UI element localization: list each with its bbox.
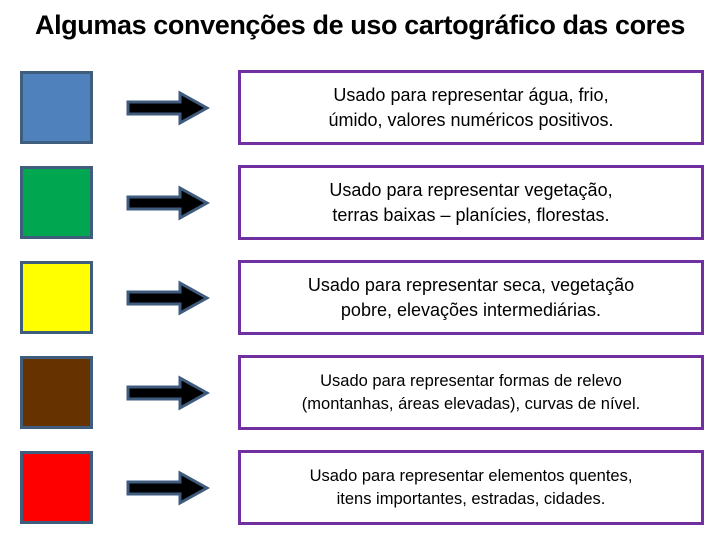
legend-row-yellow: Usado para representar seca, vegetação p… xyxy=(0,260,720,335)
legend-row-green: Usado para representar vegetação, terras… xyxy=(0,165,720,240)
arrow-right-icon xyxy=(126,470,210,506)
description-text: Usado para representar formas de relevo … xyxy=(301,372,641,413)
description-text: Usado para representar seca, vegetação p… xyxy=(307,275,635,320)
description-box: Usado para representar formas de relevo … xyxy=(238,355,704,430)
description-box: Usado para representar elementos quentes… xyxy=(238,450,704,525)
description-box: Usado para representar água, frio, úmido… xyxy=(238,70,704,145)
legend-row-brown: Usado para representar formas de relevo … xyxy=(0,355,720,430)
description-text: Usado para representar água, frio, úmido… xyxy=(328,85,614,130)
color-swatch-green xyxy=(20,166,93,239)
arrow-right-icon xyxy=(126,375,210,411)
arrow-right-icon xyxy=(126,90,210,126)
description-text: Usado para representar vegetação, terras… xyxy=(329,180,613,225)
description-box: Usado para representar seca, vegetação p… xyxy=(238,260,704,335)
arrow-right-icon xyxy=(126,185,210,221)
color-swatch-yellow xyxy=(20,261,93,334)
legend-row-blue: Usado para representar água, frio, úmido… xyxy=(0,70,720,145)
page-title: Algumas convenções de uso cartográfico d… xyxy=(34,10,686,40)
color-swatch-brown xyxy=(20,356,93,429)
arrow-right-icon xyxy=(126,280,210,316)
color-swatch-blue xyxy=(20,71,93,144)
description-text: Usado para representar elementos quentes… xyxy=(309,467,633,508)
description-box: Usado para representar vegetação, terras… xyxy=(238,165,704,240)
color-swatch-red xyxy=(20,451,93,524)
legend-row-red: Usado para representar elementos quentes… xyxy=(0,450,720,525)
